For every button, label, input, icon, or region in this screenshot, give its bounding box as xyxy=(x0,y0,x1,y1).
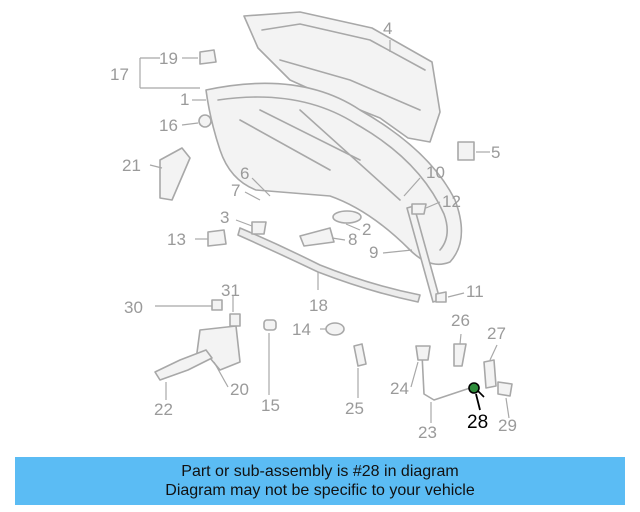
part-30 xyxy=(211,299,223,311)
callout-8: 8 xyxy=(348,230,358,249)
callout-23: 23 xyxy=(418,423,437,442)
part-3 xyxy=(251,221,267,235)
callout-2: 2 xyxy=(362,220,372,239)
callout-26: 26 xyxy=(451,311,470,330)
callout-10: 10 xyxy=(426,163,445,182)
info-banner: Part or sub-assembly is #28 in diagram D… xyxy=(15,457,625,505)
callout-25: 25 xyxy=(345,399,364,418)
seal-strip xyxy=(237,227,421,303)
callout-6: 6 xyxy=(240,164,250,183)
part-25 xyxy=(353,343,367,367)
callout-12: 12 xyxy=(442,192,461,211)
part-24 xyxy=(415,345,431,361)
callout-1: 1 xyxy=(180,90,190,109)
callout-20: 20 xyxy=(230,380,249,399)
part-29 xyxy=(497,381,513,397)
callout-5: 5 xyxy=(491,143,501,162)
part-5 xyxy=(457,141,475,161)
callout-21: 21 xyxy=(122,156,141,175)
callout-7: 7 xyxy=(231,181,241,200)
callout-29: 29 xyxy=(498,416,517,435)
hinge-21 xyxy=(159,147,191,201)
callout-18: 18 xyxy=(309,296,328,315)
part-27 xyxy=(483,359,497,389)
part-31 xyxy=(229,313,241,327)
latch-22 xyxy=(154,349,213,381)
callout-3: 3 xyxy=(220,208,230,227)
banner-line-disclaimer: Diagram may not be specific to your vehi… xyxy=(165,482,475,499)
callout-17: 17 xyxy=(110,65,129,84)
callout-19: 19 xyxy=(159,49,178,68)
callout-11: 11 xyxy=(466,282,484,301)
part-12 xyxy=(411,203,427,215)
callout-22: 22 xyxy=(154,400,173,419)
banner-line-part: Part or sub-assembly is #28 in diagram xyxy=(181,463,459,480)
callout-4: 4 xyxy=(383,19,393,38)
part-13 xyxy=(207,229,227,247)
part-19 xyxy=(199,49,217,65)
callout-9: 9 xyxy=(369,243,379,262)
part-8 xyxy=(299,227,335,247)
parts-diagram xyxy=(139,11,513,423)
callout-14: 14 xyxy=(292,320,311,339)
callout-24: 24 xyxy=(390,379,409,398)
callout-13: 13 xyxy=(167,230,186,249)
part-26 xyxy=(453,343,467,367)
part-14 xyxy=(325,322,345,336)
callout-30: 30 xyxy=(124,298,143,317)
callout-31: 31 xyxy=(221,281,240,300)
part-28-highlight xyxy=(468,382,485,398)
part-16 xyxy=(198,114,212,128)
callout-15: 15 xyxy=(261,396,280,415)
callout-27: 27 xyxy=(487,324,506,343)
part-15 xyxy=(263,319,277,331)
prop-rod xyxy=(421,353,477,401)
callout-16: 16 xyxy=(159,116,178,135)
callout-28[interactable]: 28 xyxy=(467,412,489,433)
part-11 xyxy=(435,291,447,303)
